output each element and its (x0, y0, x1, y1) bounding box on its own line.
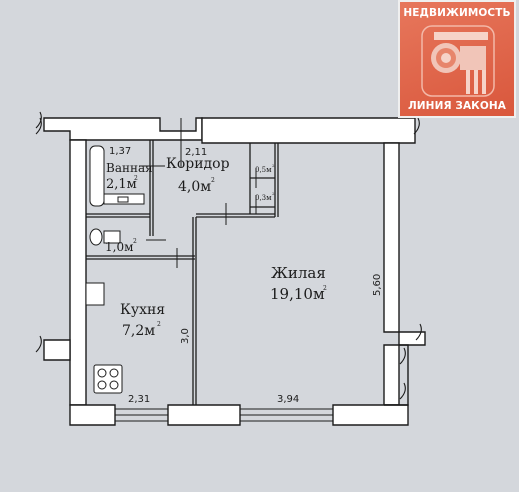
closet-1-area: 0,5м (255, 166, 272, 174)
room-bath-name: Ванная (106, 161, 153, 175)
room-wc-sup: 2 (133, 238, 137, 245)
room-kitchen-area: 7,2м (122, 323, 155, 339)
dimension-labels: 1,37 2,11 3,0 5,60 2,31 3,94 (109, 146, 383, 405)
toilet-tank-icon (103, 230, 121, 244)
closet-1-sup: 2 (272, 163, 275, 168)
room-corridor-name: Коридор (166, 156, 230, 172)
sink-icon (103, 193, 145, 205)
door-marks (139, 118, 257, 268)
wall-bottom-a (69, 404, 116, 426)
kitchen-sink-icon (85, 282, 105, 306)
room-corridor-area: 4,0м (178, 179, 211, 195)
room-living-sup: 2 (323, 285, 327, 292)
fixtures (85, 145, 145, 394)
wall-left (69, 139, 87, 406)
agency-logo: НЕДВИЖИМОСТЬ ЛИНИЯ ЗАКОНА (398, 0, 516, 118)
room-wc-area: 1,0м (105, 240, 133, 254)
interior-walls (86, 140, 279, 405)
closet-2-sup: 2 (272, 191, 275, 196)
ionic-column-capital-icon (421, 25, 495, 97)
wall-left-stub (43, 339, 71, 361)
walls (43, 117, 426, 426)
wall-bottom-c (332, 404, 409, 426)
room-bath-area: 2,1м (106, 177, 137, 192)
toilet-icon (89, 228, 103, 246)
stove-icon (93, 364, 123, 394)
dim-kitchen-width: 2,31 (128, 394, 150, 405)
dim-kitchen-height: 3,0 (180, 328, 191, 344)
bathtub-icon (89, 145, 105, 207)
wall-top-right (201, 117, 416, 144)
logo-line-1: НЕДВИЖИМОСТЬ (403, 7, 511, 19)
room-labels: Ванная 2,1м 2 Коридор 4,0м 2 1,0м 2 Кухн… (105, 156, 327, 339)
wall-right-stub (398, 331, 426, 346)
room-corridor-sup: 2 (211, 177, 215, 184)
logo-line-2: ЛИНИЯ ЗАКОНА (407, 100, 507, 112)
room-living-area: 19,10м (270, 285, 325, 303)
room-kitchen-name: Кухня (120, 302, 165, 318)
windows (115, 408, 333, 422)
closet-2-area: 0,3м (255, 194, 272, 202)
wall-right-lower (383, 344, 400, 406)
wall-breaks (35, 111, 422, 400)
room-kitchen-sup: 2 (157, 321, 161, 328)
wall-bottom-right-edge (384, 344, 409, 406)
wall-right (383, 142, 400, 333)
room-bath-sup: 2 (134, 175, 138, 182)
room-living-name: Жилая (271, 264, 326, 282)
dim-bath-width: 1,37 (109, 146, 131, 157)
dim-living-height: 5,60 (372, 274, 383, 296)
wall-bottom-b (167, 404, 241, 426)
dim-corridor-width: 2,11 (185, 147, 207, 158)
dim-living-width: 3,94 (277, 394, 299, 405)
